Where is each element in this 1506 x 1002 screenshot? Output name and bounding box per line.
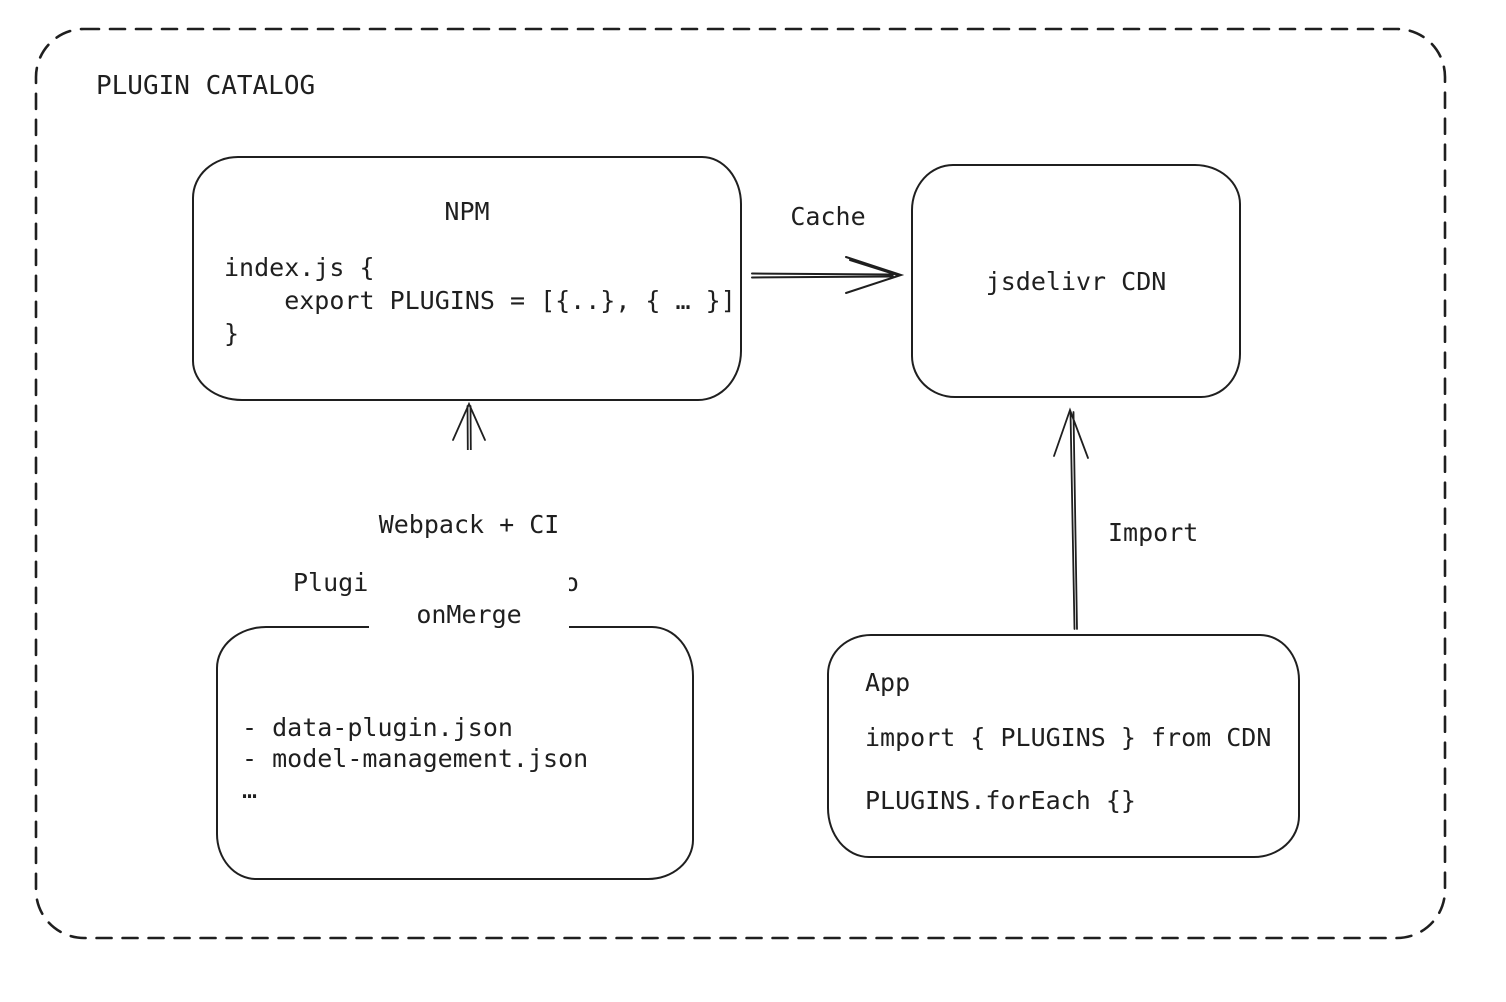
repo-file-item: - data-plugin.json bbox=[242, 713, 513, 742]
repo-file-item: … bbox=[242, 775, 258, 804]
cdn-node-label: jsdelivr CDN bbox=[985, 266, 1167, 296]
app-code-line: import { PLUGINS } from CDN bbox=[865, 723, 1272, 752]
cache-edge-label: Cache bbox=[753, 202, 903, 232]
catalog-boundary bbox=[34, 27, 1447, 940]
webpack-edge-label-line2: onMerge bbox=[416, 600, 522, 629]
diagram-title: PLUGIN CATALOG bbox=[96, 71, 316, 101]
repo-file-list: - data-plugin.json - model-management.js… bbox=[242, 712, 588, 805]
app-node: App import { PLUGINS } from CDN PLUGINS.… bbox=[827, 634, 1300, 858]
npm-node: NPM index.js { export PLUGINS = [{..}, {… bbox=[192, 156, 742, 401]
import-arrow-icon bbox=[1053, 407, 1089, 630]
npm-code-line: index.js { bbox=[224, 253, 375, 282]
npm-code-block: index.js { export PLUGINS = [{..}, { … }… bbox=[224, 251, 736, 350]
cache-arrow-icon bbox=[751, 256, 905, 294]
npm-code-line: export PLUGINS = [{..}, { … }] bbox=[224, 286, 736, 315]
cdn-node: jsdelivr CDN bbox=[911, 164, 1241, 398]
repo-file-item: - model-management.json bbox=[242, 744, 589, 773]
npm-node-title: NPM bbox=[444, 197, 490, 226]
npm-code-line: } bbox=[224, 319, 240, 348]
webpack-edge-label: Webpack + CI onMerge bbox=[369, 450, 569, 690]
import-edge-label: Import bbox=[1108, 518, 1199, 548]
webpack-edge-label-line1: Webpack + CI bbox=[378, 510, 560, 539]
app-code-line: PLUGINS.forEach {} bbox=[865, 786, 1136, 815]
app-node-title: App bbox=[865, 668, 911, 697]
